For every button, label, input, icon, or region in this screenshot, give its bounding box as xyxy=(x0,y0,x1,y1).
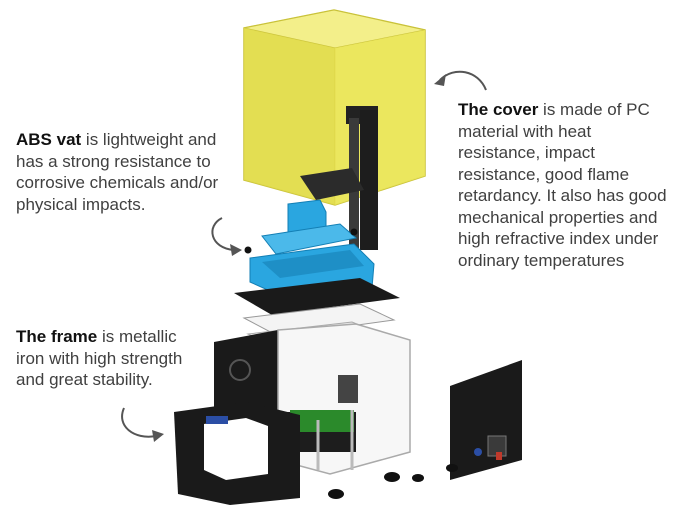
front-panel xyxy=(174,402,300,505)
vat-text: is lightweight and has a strong resistan… xyxy=(16,130,219,214)
z-axis-column xyxy=(300,106,378,250)
frame-arrow-icon xyxy=(121,407,164,442)
cover-arrow-icon xyxy=(434,70,487,91)
side-panel xyxy=(412,360,522,482)
frame-description: The frame is metallic iron with high str… xyxy=(16,326,206,391)
cover-title: The cover xyxy=(458,100,539,119)
vat-arrow-icon xyxy=(211,217,242,256)
cover-text: is made of PC material with heat resista… xyxy=(458,100,667,270)
frame-text: is metallic iron with high strength and … xyxy=(16,327,183,389)
vat-title: ABS vat xyxy=(16,130,82,149)
frame-title: The frame xyxy=(16,327,98,346)
cover-description: The cover is made of PC material with he… xyxy=(458,99,673,271)
vat-description: ABS vat is lightweight and has a strong … xyxy=(16,129,238,215)
